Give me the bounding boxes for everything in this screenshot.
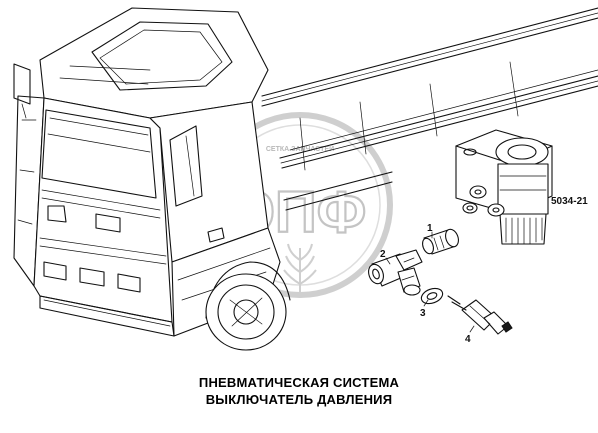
callout-part-3: 3 bbox=[420, 308, 426, 319]
sealing-ring bbox=[420, 287, 444, 305]
callout-part-2: 2 bbox=[380, 249, 386, 260]
callout-part-4: 4 bbox=[465, 334, 471, 345]
caption-line-1: ПНЕВМАТИЧЕСКАЯ СИСТЕМА bbox=[198, 375, 400, 390]
leader-part-2 bbox=[385, 257, 391, 265]
wheat-icon bbox=[283, 243, 317, 292]
watermark-ring-text: СЕТКА ЗАПЧАСТЕЙ bbox=[266, 144, 334, 153]
figure-code: 5034-21 bbox=[551, 196, 588, 207]
caption-line-2: ВЫКЛЮЧАТЕЛЬ ДАВЛЕНИЯ bbox=[205, 392, 393, 407]
truck-chassis bbox=[261, 7, 598, 211]
truck-cab bbox=[13, 7, 291, 351]
valve-housing bbox=[455, 129, 553, 245]
leader-part-4 bbox=[469, 325, 475, 333]
diagram-caption: ПНЕВМАТИЧЕСКАЯ СИСТЕМА ВЫКЛЮЧАТЕЛЬ ДАВЛЕ… bbox=[0, 374, 598, 408]
pressure-switch bbox=[447, 295, 513, 335]
callout-part-1: 1 bbox=[427, 223, 433, 234]
leader-part-3 bbox=[423, 299, 429, 307]
tee-union bbox=[368, 249, 423, 296]
